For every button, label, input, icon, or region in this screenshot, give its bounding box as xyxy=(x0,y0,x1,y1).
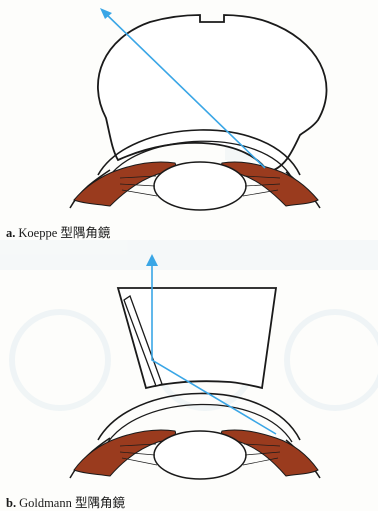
caption-b-letter: b. xyxy=(6,496,16,510)
caption-goldmann: b.Goldmann 型隅角鏡 xyxy=(6,492,125,511)
caption-a-label: Koeppe 型隅角鏡 xyxy=(18,226,110,240)
caption-koeppe: a.Koeppe 型隅角鏡 xyxy=(6,222,110,241)
koeppe-lens-figure xyxy=(70,8,327,210)
caption-b-label: Goldmann 型隅角鏡 xyxy=(19,496,125,510)
crystalline-lens xyxy=(154,162,246,210)
caption-a-letter: a. xyxy=(6,226,15,240)
crystalline-lens-b xyxy=(154,431,246,479)
